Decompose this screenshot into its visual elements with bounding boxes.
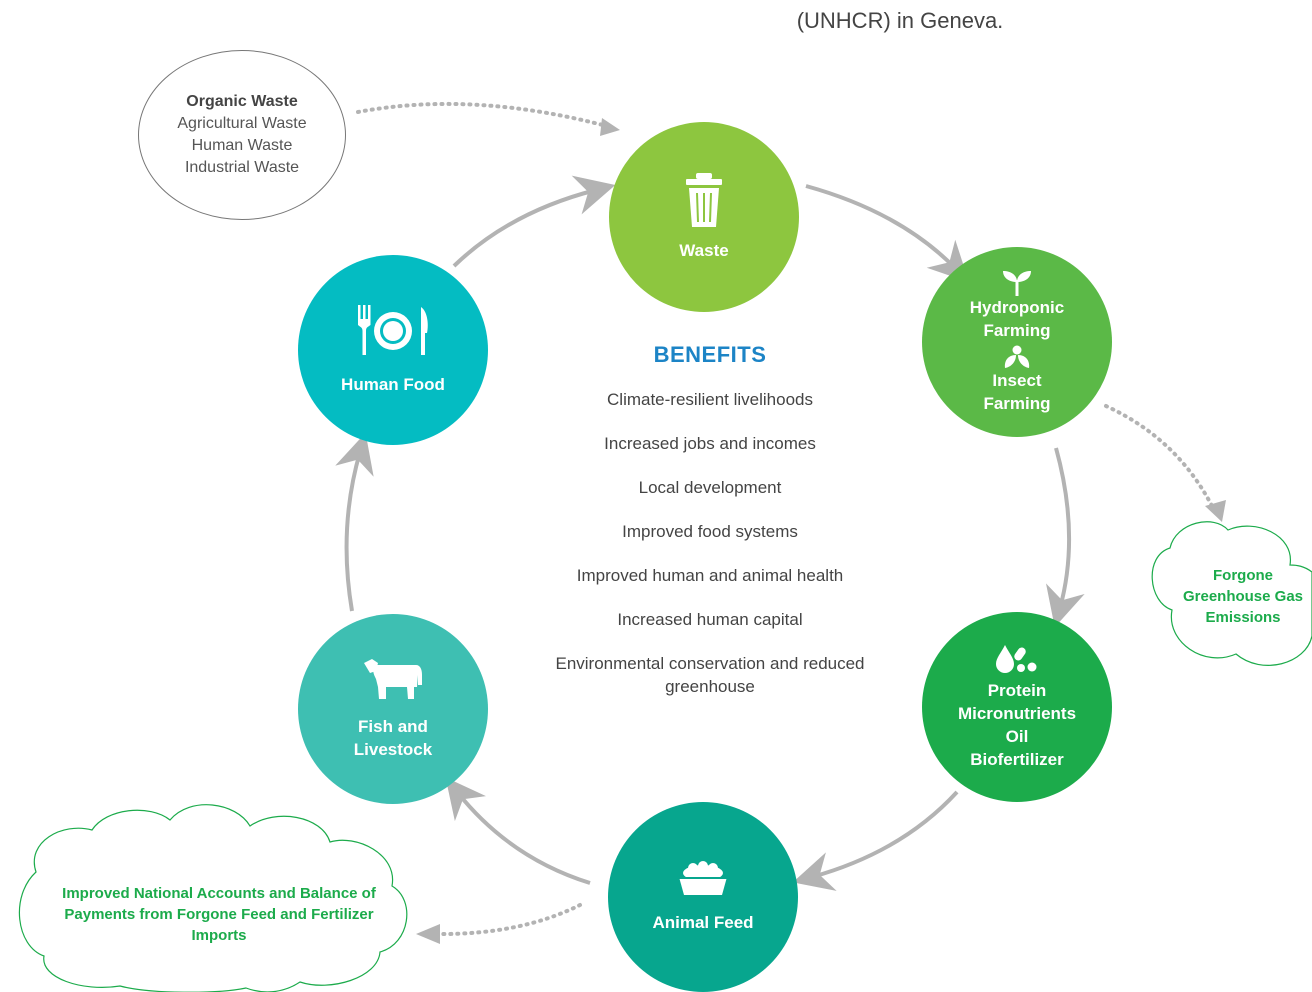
benefits-title: BENEFITS <box>653 342 767 367</box>
bee-icon <box>1004 345 1030 368</box>
arrow-waste-to-hydro <box>805 184 970 283</box>
animal-feed-label: Animal Feed <box>652 912 754 932</box>
benefit-item: Increased jobs and incomes <box>604 434 816 453</box>
organic-waste-item: Industrial Waste <box>184 159 300 176</box>
arrow-hydro-to-protein <box>1045 447 1085 628</box>
node-hydroponic-insect: Hydroponic Farming Insect Farming <box>922 247 1112 437</box>
node-fish-livestock: Fish and Livestock <box>298 614 488 804</box>
sprout-icon <box>1003 270 1031 296</box>
greenhouse-cloud <box>1151 521 1312 666</box>
benefit-item: Climate-resilient livelihoods <box>607 390 813 409</box>
node-waste: Waste <box>609 122 799 312</box>
node-animal-feed: Animal Feed <box>608 802 798 992</box>
intro-text: (UNHCR) in Geneva. <box>796 8 1004 33</box>
waste-label: Waste <box>679 240 729 260</box>
organic-waste-circle: Organic Waste Agricultural Waste Human W… <box>138 50 346 220</box>
organic-waste-heading: Organic Waste <box>186 93 298 110</box>
human-food-label: Human Food <box>341 374 445 394</box>
insect-label: Insect Farming <box>983 370 1051 413</box>
benefit-item: Improved human and animal health <box>576 566 844 585</box>
arrow-feed-to-fish <box>445 777 591 885</box>
cow-icon <box>364 659 422 699</box>
arrow-food-to-waste <box>452 175 616 268</box>
benefit-item: Improved food systems <box>622 522 798 541</box>
dotted-arrow-greenhouse <box>1104 404 1217 514</box>
dotted-arrow-organic <box>356 101 616 130</box>
arrow-protein-to-feed <box>792 790 959 891</box>
greenhouse-cloud-text: Forgone Greenhouse Gas Emissions <box>1182 567 1304 626</box>
plate-cutlery-icon <box>358 304 428 355</box>
protein-label: Protein <box>987 681 1047 700</box>
micronutrients-label: Micronutrients <box>957 704 1077 723</box>
trash-icon <box>686 172 722 227</box>
national-accounts-cloud-text: Improved National Accounts and Balance o… <box>62 885 376 944</box>
oil-label: Oil <box>1005 727 1029 746</box>
benefits-panel: BENEFITS Climate-resilient livelihoods I… <box>510 342 910 719</box>
national-accounts-cloud <box>18 804 408 992</box>
hydroponic-label: Hydroponic Farming <box>969 297 1065 340</box>
arrow-fish-to-food <box>335 432 374 612</box>
benefit-item: Environmental conservation and reduced g… <box>555 654 865 696</box>
node-protein-nutrients: Protein Micronutrients Oil Biofertilizer <box>922 612 1112 802</box>
node-human-food: Human Food <box>298 255 488 445</box>
benefit-item: Increased human capital <box>617 610 803 629</box>
biofertilizer-label: Biofertilizer <box>970 750 1064 769</box>
dotted-arrow-national <box>434 903 582 937</box>
fish-livestock-label: Fish and Livestock <box>353 717 433 759</box>
organic-waste-item: Agricultural Waste <box>177 115 307 132</box>
organic-waste-item: Human Waste <box>191 137 293 154</box>
benefit-item: Local development <box>638 478 782 497</box>
nutrients-icon <box>996 645 1037 673</box>
food-bowl-icon <box>679 860 727 895</box>
